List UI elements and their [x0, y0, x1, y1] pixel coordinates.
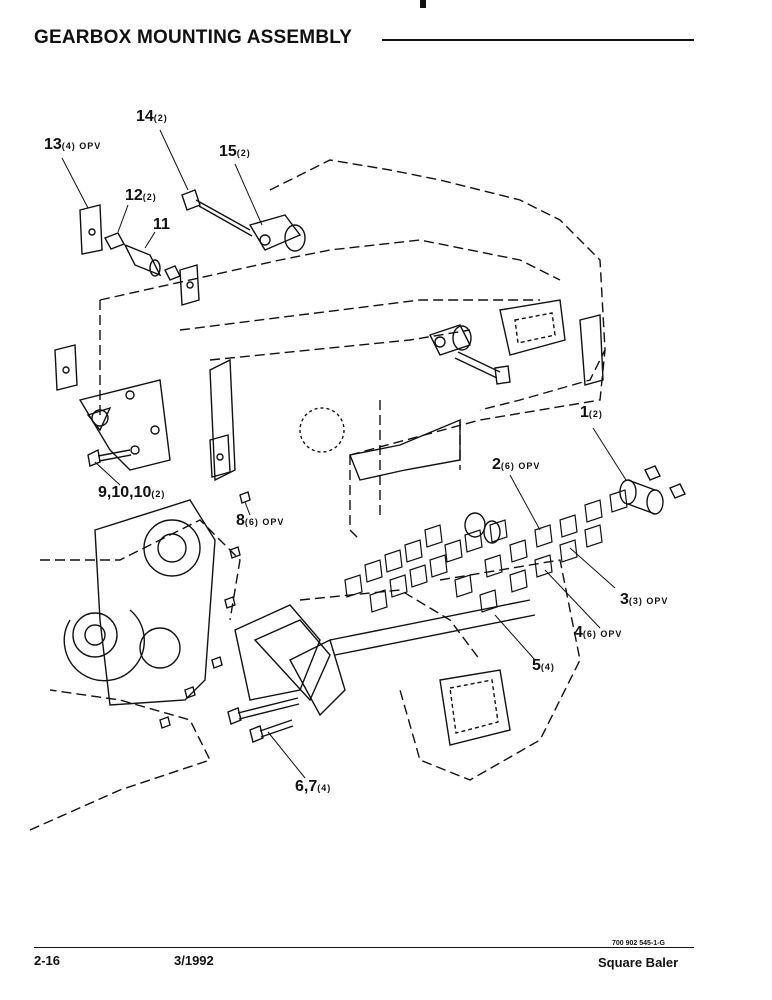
- spacer-and-nut: [104, 232, 181, 281]
- callout-13-label: 13: [44, 136, 62, 153]
- callout-13: 13(4) OPV: [44, 136, 101, 154]
- callout-8-qty: (6) OPV: [244, 517, 285, 527]
- title-rule: [382, 39, 694, 41]
- callout-15-qty: (2): [236, 148, 251, 158]
- lower-mount-blocks: [234, 599, 536, 717]
- mounting-bracket: [78, 379, 171, 471]
- callout-15: 15(2): [219, 143, 251, 161]
- callout-13-qty: (4) OPV: [61, 141, 102, 151]
- publication-date: 3/1992: [174, 953, 214, 968]
- bolt-and-bushing-upper: [181, 189, 511, 385]
- callout-11-label: 11: [153, 216, 170, 233]
- frame-plates: [209, 299, 604, 746]
- callout-11: 11: [153, 216, 170, 234]
- callout-14-qty: (2): [153, 113, 168, 123]
- callout-12-label: 12: [125, 187, 143, 204]
- shim-grid: [344, 489, 628, 613]
- callout-6-7: 6,7(4): [295, 778, 331, 796]
- callout-5: 5(4): [532, 657, 555, 675]
- bushing-pair-item-1: [464, 465, 686, 544]
- callout-2-qty: (6) OPV: [500, 461, 541, 471]
- callout-8: 8(6) OPV: [236, 512, 284, 530]
- gearbox-housing: [63, 499, 216, 706]
- callout-8-label: 8: [236, 512, 245, 529]
- bolts-6-7: [227, 697, 300, 743]
- nuts-item-8: [159, 491, 251, 729]
- page-number: 2-16: [34, 953, 61, 968]
- callout-3: 3(3) OPV: [620, 591, 668, 609]
- footer-rule: [34, 947, 694, 948]
- callout-5-label: 5: [532, 657, 541, 674]
- callout-12-qty: (2): [142, 192, 157, 202]
- callout-6-7-qty: (4): [317, 783, 332, 793]
- callout-9-10: 9,10,10(2): [98, 484, 165, 502]
- bolt-washer-9-10: [87, 445, 140, 467]
- header-tick-mark: [420, 0, 426, 8]
- callout-2: 2(6) OPV: [492, 456, 540, 474]
- document-code: 700 902 545-1-G: [612, 940, 665, 947]
- callout-12: 12(2): [125, 187, 157, 205]
- callout-15-label: 15: [219, 143, 237, 160]
- callout-4-label: 4: [574, 624, 583, 641]
- callout-1: 1(2): [580, 404, 603, 422]
- callout-6-7-label: 6,7: [295, 778, 318, 795]
- callout-5-qty: (4): [540, 662, 555, 672]
- callout-14: 14(2): [136, 108, 168, 126]
- callout-2-label: 2: [492, 456, 501, 473]
- callout-3-qty: (3) OPV: [628, 596, 669, 606]
- callout-3-label: 3: [620, 591, 629, 608]
- product-name: Square Baler: [598, 955, 679, 970]
- shim-plates-left: [54, 204, 231, 478]
- callout-1-label: 1: [580, 404, 589, 421]
- page-title: GEARBOX MOUNTING ASSEMBLY: [34, 27, 353, 48]
- callout-14-label: 14: [136, 108, 154, 125]
- callout-4-qty: (6) OPV: [582, 629, 623, 639]
- callout-1-qty: (2): [588, 409, 603, 419]
- callout-9-10-label: 9,10,10: [98, 484, 152, 501]
- callout-9-10-qty: (2): [151, 489, 166, 499]
- callout-4: 4(6) OPV: [574, 624, 622, 642]
- leader-lines: [61, 129, 627, 779]
